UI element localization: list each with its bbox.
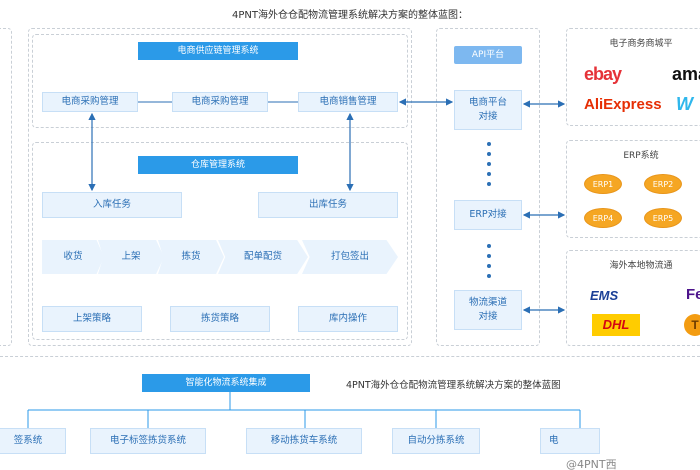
strategy-shelve[interactable]: 上架策略: [42, 306, 142, 332]
wish-logo: W: [676, 94, 693, 114]
smart-logistics-header: 智能化物流系统集成: [142, 374, 310, 392]
smart-item-mobile-cart[interactable]: 移动拣货车系统: [246, 428, 362, 454]
flow-step-allocate[interactable]: 配单配货: [218, 240, 308, 274]
fedex-logo: Fe: [686, 286, 700, 303]
supply-item-1[interactable]: 电商采购管理: [42, 92, 138, 112]
dhl-logo: DHL: [592, 314, 640, 336]
supply-chain-header: 电商供应链管理系统: [138, 42, 298, 60]
page-title: 4PNT海外仓仓配物流管理系统解决方案的整体蓝图：: [232, 10, 468, 21]
ecommerce-title: 电子商务商城平: [609, 39, 673, 49]
flow-step-pick[interactable]: 拣货: [158, 240, 224, 274]
smart-item-auto-sort[interactable]: 自动分拣系统: [392, 428, 480, 454]
supply-item-3[interactable]: 电商销售管理: [298, 92, 398, 112]
api-dot: [487, 182, 491, 186]
api-erp[interactable]: ERP对接: [454, 200, 522, 230]
erp-node-1[interactable]: ERP1: [584, 174, 622, 194]
flow-step-pack[interactable]: 打包签出: [302, 240, 398, 274]
flow-step-receive[interactable]: 收货: [42, 240, 104, 274]
logistics-title: 海外本地物流通: [609, 261, 673, 271]
api-dot: [487, 264, 491, 268]
ebay-logo: ebay: [584, 64, 622, 85]
ebay-logo-text: ebay: [584, 64, 622, 84]
ecommerce-panel: [566, 28, 700, 126]
api-dot: [487, 142, 491, 146]
watermark: @4PNT西: [566, 458, 617, 470]
section-divider: [0, 356, 700, 357]
blueprint-caption: 4PNT海外仓仓配物流管理系统解决方案的整体蓝图: [346, 380, 561, 391]
smart-item-e-label-picking[interactable]: 电子标签拣货系统: [90, 428, 206, 454]
strategy-inventory[interactable]: 库内操作: [298, 306, 398, 332]
inbound-task[interactable]: 入库任务: [42, 192, 182, 218]
amazon-logo: ama: [672, 64, 700, 84]
api-dot: [487, 254, 491, 258]
smart-item-partial[interactable]: 电: [540, 428, 600, 454]
api-dot: [487, 244, 491, 248]
strategy-pick[interactable]: 拣货策略: [170, 306, 270, 332]
warehouse-header: 仓库管理系统: [138, 156, 298, 174]
flow-step-shelve[interactable]: 上架: [98, 240, 164, 274]
erp-node-2[interactable]: ERP2: [644, 174, 682, 194]
aliexpress-logo: AliExpress: [584, 96, 662, 113]
left-edge-panel: [0, 28, 12, 346]
api-logistics[interactable]: 物流渠道 对接: [454, 290, 522, 330]
api-dot: [487, 172, 491, 176]
api-dot: [487, 274, 491, 278]
api-dot: [487, 152, 491, 156]
supply-item-2[interactable]: 电商采购管理: [172, 92, 268, 112]
erp-node-5[interactable]: ERP5: [644, 208, 682, 228]
smart-item-label-system[interactable]: 签系统: [0, 428, 66, 454]
erp-node-4[interactable]: ERP4: [584, 208, 622, 228]
ems-logo: EMS: [590, 288, 619, 303]
outbound-task[interactable]: 出库任务: [258, 192, 398, 218]
api-header: API平台: [454, 46, 522, 64]
tnt-logo: T: [684, 314, 700, 336]
api-ecommerce[interactable]: 电商平台 对接: [454, 90, 522, 130]
erp-title: ERP系统: [623, 151, 659, 161]
api-dot: [487, 162, 491, 166]
